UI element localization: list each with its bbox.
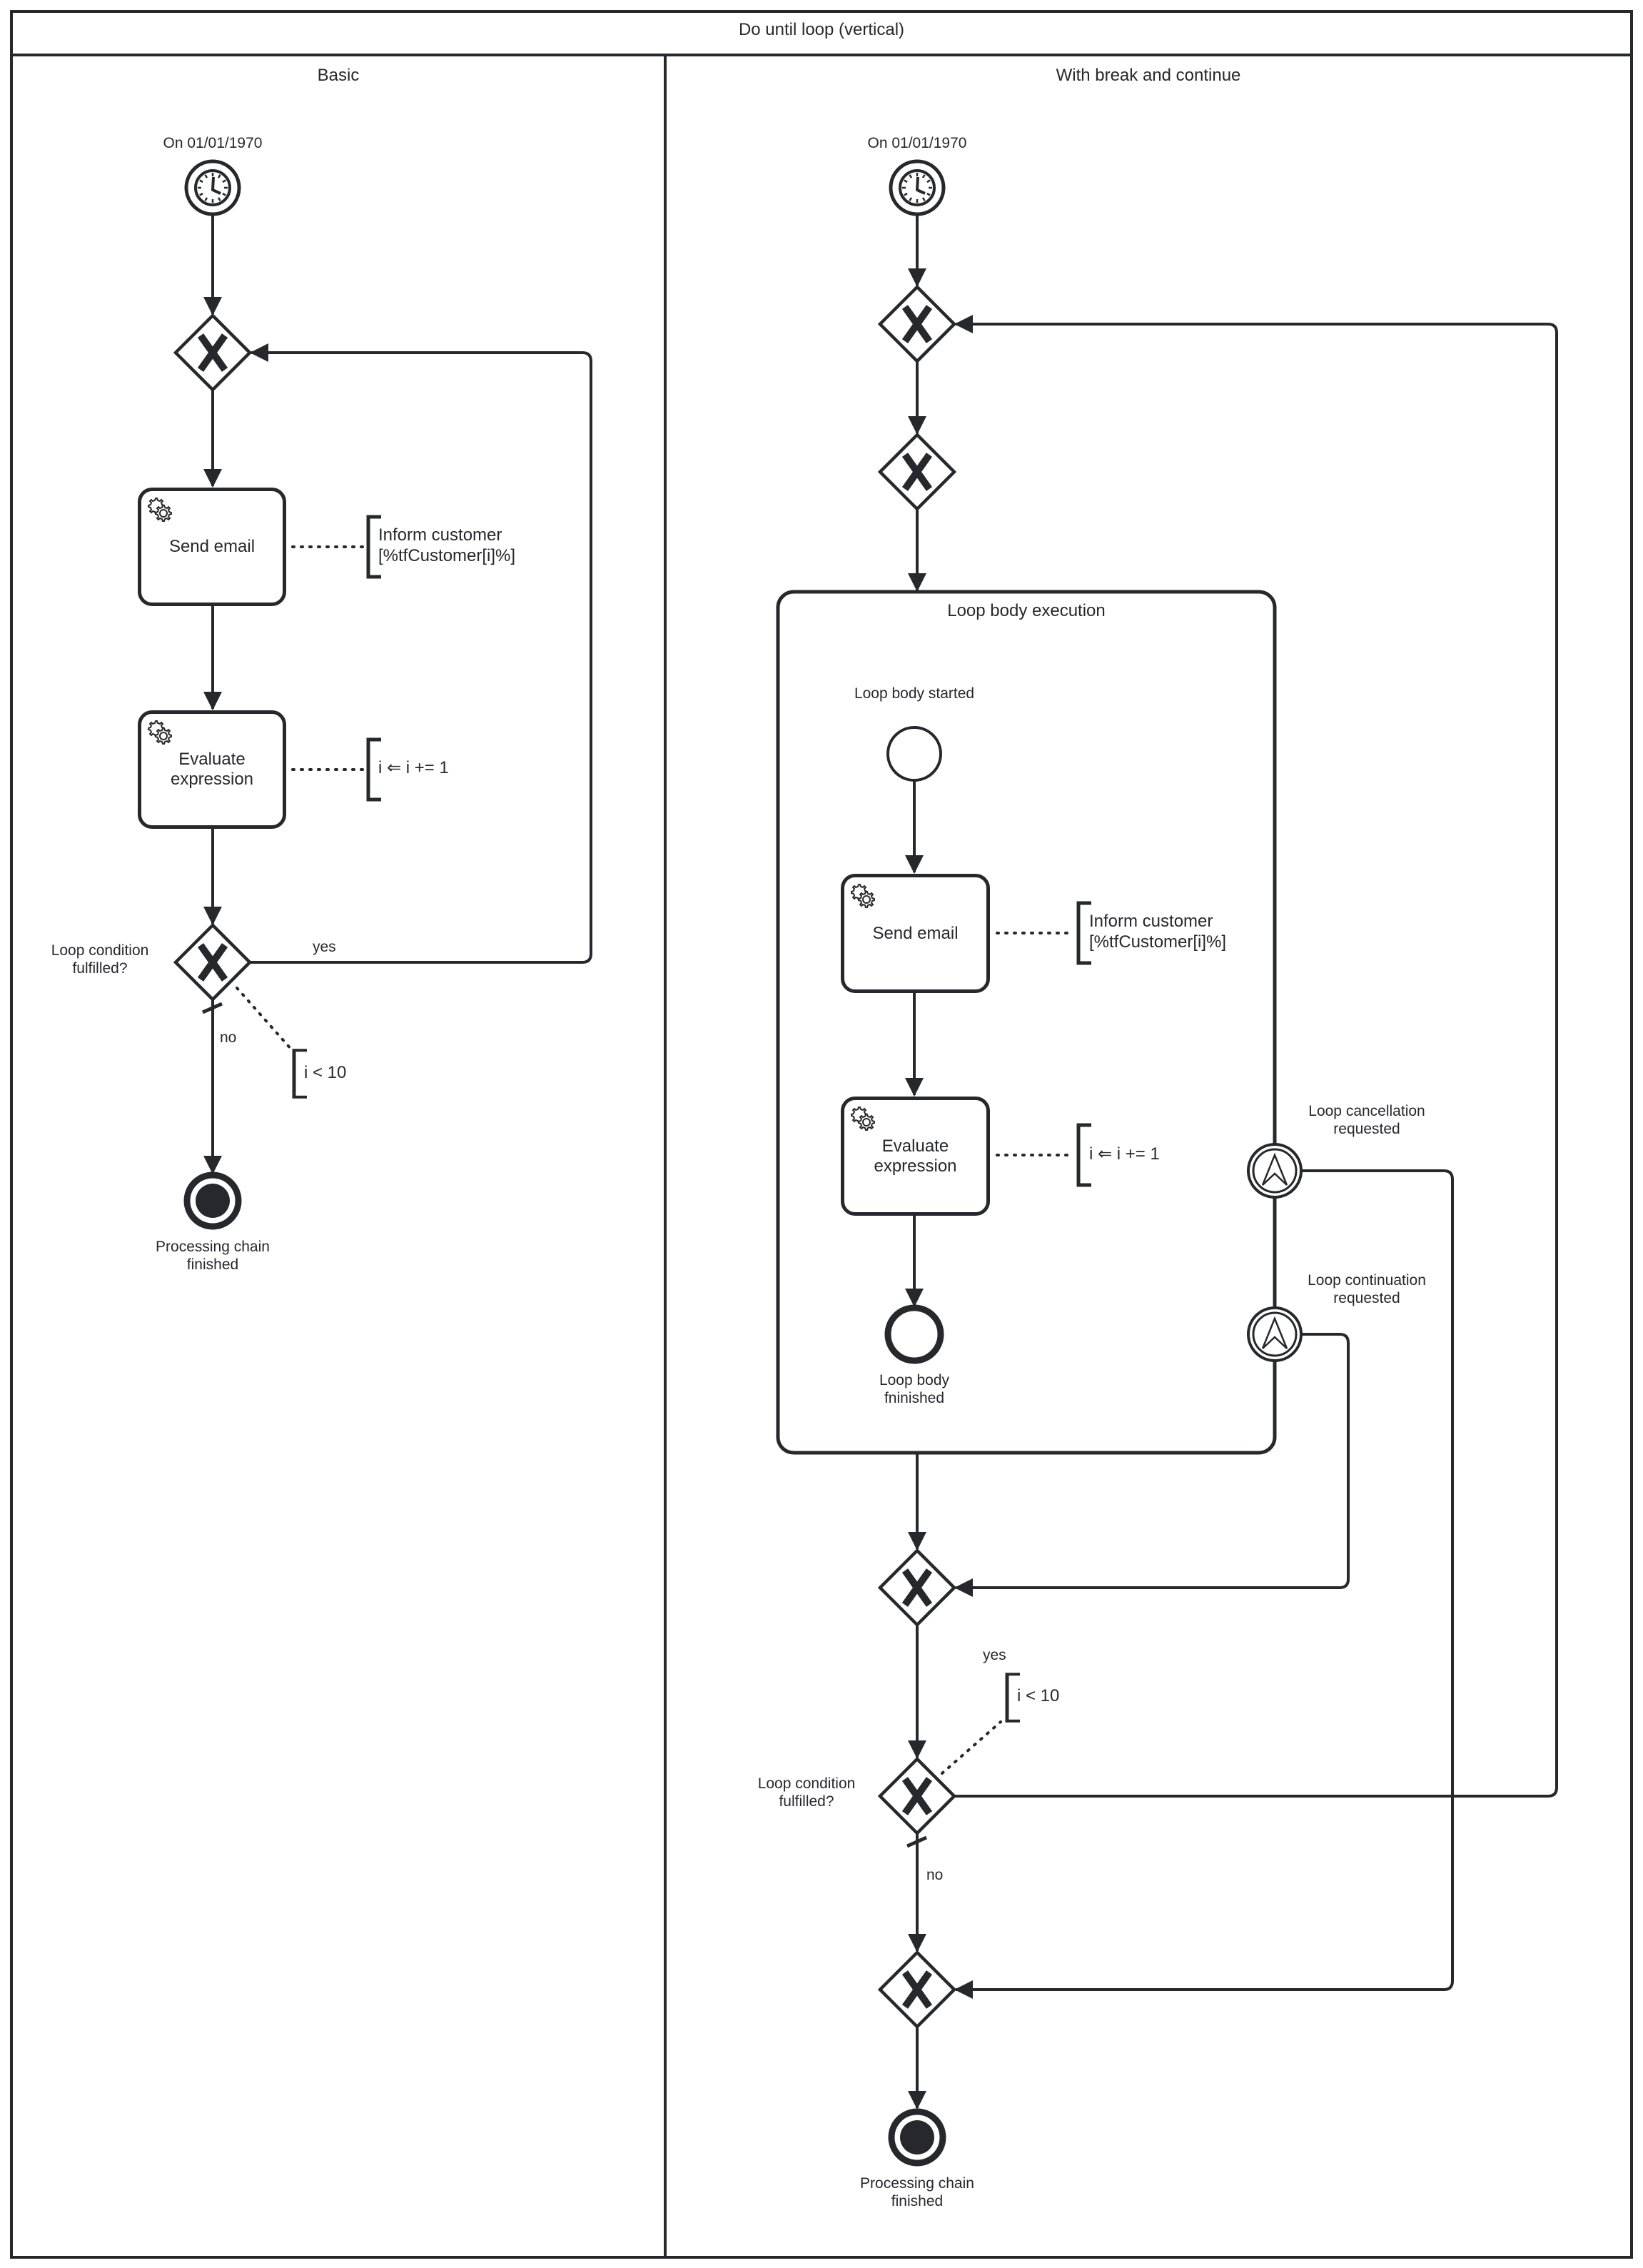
annotation-increment: i ⇐ i += 1 <box>1089 1144 1160 1164</box>
annotation-inform-customer: Inform customer [%tfCustomer[i]%] <box>378 525 516 565</box>
task-label: Evaluate expression <box>170 750 254 789</box>
task-send-email[interactable]: Send email <box>841 874 990 993</box>
task-send-email[interactable]: Send email <box>138 488 286 606</box>
flow-yes-loopback[interactable] <box>954 315 1558 1798</box>
flow-label-no: no <box>926 1867 944 1883</box>
annotation-condition: i < 10 <box>304 1063 347 1082</box>
body-start-event[interactable] <box>886 726 942 782</box>
exclusive-gateway-decision[interactable] <box>880 1759 954 1833</box>
subprocess-label: Loop body execution <box>947 601 1106 620</box>
decision-label: Loop condition fulfilled? <box>51 942 149 977</box>
gear-icon <box>851 1107 875 1131</box>
body-start-label: Loop body started <box>854 685 975 702</box>
exclusive-gateway-exit-merge[interactable] <box>880 1952 954 2027</box>
lane-basic <box>176 161 592 1230</box>
association-condition <box>236 987 294 1052</box>
flow-label-no: no <box>220 1029 237 1046</box>
task-evaluate-expression[interactable]: Evaluate expression <box>841 1097 990 1216</box>
task-label: Evaluate expression <box>874 1136 957 1176</box>
lane-title-break-continue: With break and continue <box>1056 66 1241 85</box>
gear-icon <box>148 720 172 745</box>
annotation-condition: i < 10 <box>1017 1686 1060 1705</box>
body-end-label: Loop body fninished <box>879 1372 950 1407</box>
lane-title-basic: Basic <box>317 66 360 85</box>
task-evaluate-expression[interactable]: Evaluate expression <box>138 710 286 829</box>
flow-yes-loopback[interactable] <box>250 343 592 964</box>
timer-start-label: On 01/01/1970 <box>867 135 967 151</box>
flow-cancellation[interactable] <box>954 1169 1454 1999</box>
end-event-label: Processing chain finished <box>860 2175 974 2210</box>
flow-continuation[interactable] <box>954 1333 1350 1597</box>
timer-start-label: On 01/01/1970 <box>163 135 263 151</box>
lane-break-continue <box>776 161 1558 2167</box>
task-label: Send email <box>168 537 256 556</box>
timer-start-event-icon[interactable] <box>891 161 944 214</box>
association-condition <box>941 1720 1002 1775</box>
cancellation-label: Loop cancellation requested <box>1308 1103 1425 1138</box>
end-event[interactable] <box>183 1171 242 1230</box>
subprocess-loop-body[interactable] <box>776 590 1277 1455</box>
end-event[interactable] <box>888 2108 946 2167</box>
default-flow-marker <box>201 1002 223 1014</box>
exclusive-gateway-merge[interactable] <box>176 316 250 390</box>
timer-start-event-icon[interactable] <box>186 161 239 214</box>
exclusive-gateway[interactable] <box>880 435 954 509</box>
exclusive-gateway-loop-merge[interactable] <box>880 287 954 361</box>
annotation-increment: i ⇐ i += 1 <box>378 758 449 777</box>
body-end-event[interactable] <box>884 1304 944 1364</box>
decision-label: Loop condition fulfilled? <box>757 1775 856 1810</box>
pool-frame <box>10 10 1633 2259</box>
flow-label-yes: yes <box>313 939 336 955</box>
end-event-label: Processing chain finished <box>156 1239 270 1274</box>
task-label: Send email <box>872 923 959 943</box>
default-flow-marker <box>906 1835 928 1848</box>
continuation-label: Loop continuation requested <box>1308 1272 1426 1307</box>
flow-label-yes: yes <box>983 1647 1006 1663</box>
escalation-boundary-event-continue-icon[interactable] <box>1247 1306 1303 1362</box>
diagram-title: Do until loop (vertical) <box>738 20 905 39</box>
gear-icon <box>851 884 875 908</box>
annotation-inform-customer: Inform customer [%tfCustomer[i]%] <box>1089 912 1227 952</box>
exclusive-gateway-continue-merge[interactable] <box>880 1551 954 1625</box>
gear-icon <box>148 498 172 522</box>
